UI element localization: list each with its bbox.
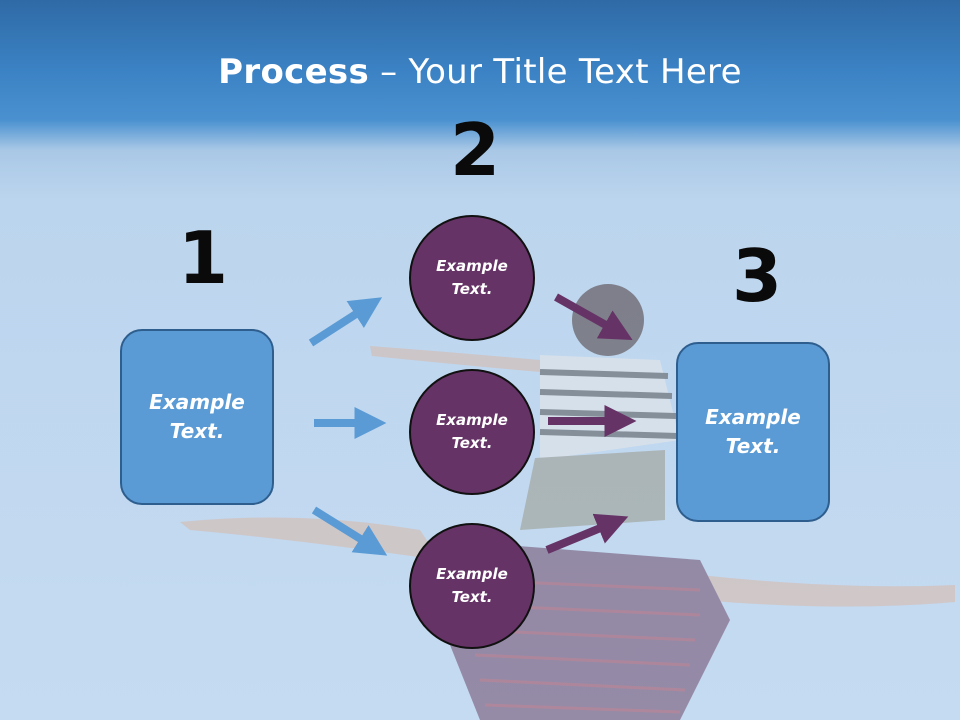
circle-2-line2: Text.	[451, 434, 493, 452]
title-rest: – Your Title Text Here	[369, 52, 742, 92]
start-box-line1: Example	[149, 390, 245, 414]
start-box-line2: Text.	[169, 419, 225, 443]
step-number-3: 3	[732, 234, 783, 318]
circle-1-line2: Text.	[451, 280, 493, 298]
arrow-from-circle-1	[554, 293, 633, 341]
title-bold: Process	[218, 52, 370, 92]
circle-1-line1: Example	[436, 257, 508, 275]
arrow-to-circle-3	[311, 506, 388, 556]
step-number-1: 1	[178, 216, 229, 300]
circle-3-line1: Example	[436, 565, 508, 583]
end-box-line2: Text.	[725, 434, 781, 458]
arrow-to-circle-1	[308, 297, 383, 347]
step-number-2: 2	[450, 108, 501, 192]
slide-title: Process – Your Title Text Here	[0, 52, 960, 92]
arrow-from-circle-3	[545, 513, 629, 554]
circle-3-line2: Text.	[451, 588, 493, 606]
circle-2-line1: Example	[436, 411, 508, 429]
end-box-line1: Example	[705, 405, 801, 429]
